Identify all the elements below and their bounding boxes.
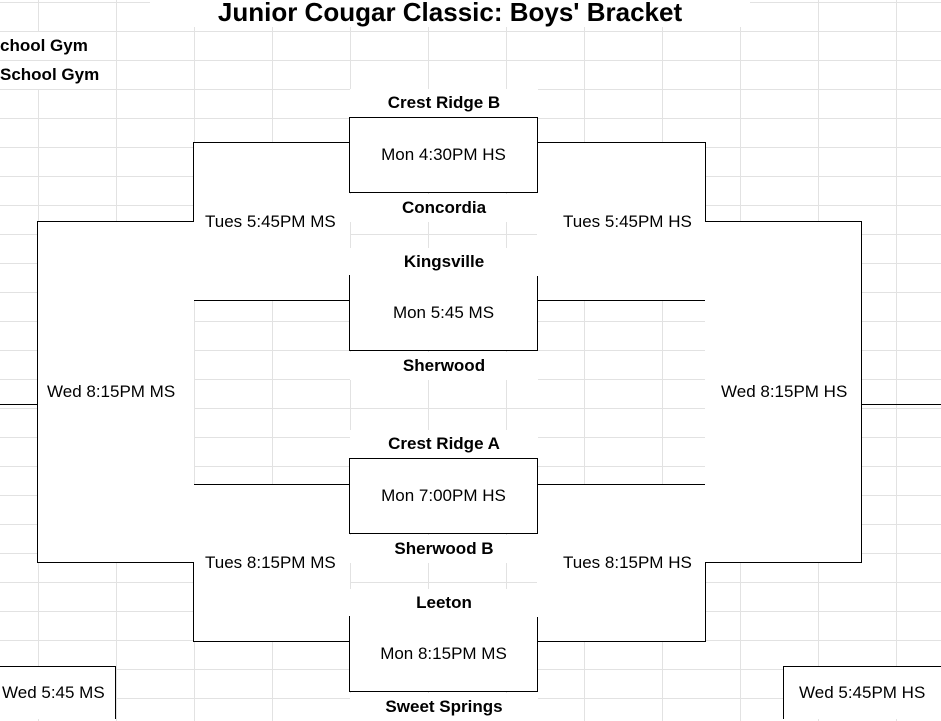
venue-line-2: School Gym [0, 61, 116, 89]
connector-right-final [861, 404, 941, 405]
consolation-game-right: Wed 5:45PM HS [783, 666, 941, 719]
round2-game-label: Tues 5:45PM MS [205, 211, 336, 233]
team-name: Leeton [350, 589, 538, 617]
game-box-3: Mon 7:00PM HS [349, 458, 538, 534]
game-time: Wed 5:45PM HS [799, 683, 926, 702]
team-name: Concordia [350, 194, 538, 222]
round2-game-label: Tues 8:15PM MS [205, 552, 336, 574]
game-time: Wed 5:45 MS [2, 683, 105, 702]
game-box-4: Mon 8:15PM MS [349, 616, 538, 692]
game-time: Mon 4:30PM HS [381, 145, 506, 164]
team-name: Sweet Springs [350, 693, 538, 721]
game-box-2: Mon 5:45 MS [349, 275, 538, 351]
page-title: Junior Cougar Classic: Boys' Bracket [150, 0, 750, 27]
game-time: Mon 5:45 MS [392, 303, 495, 322]
venue-line-1: chool Gym [0, 32, 116, 60]
round3-game-label: Wed 8:15PM MS [47, 381, 176, 403]
game-time: Mon 7:00PM HS [381, 486, 506, 505]
game-time: Mon 8:15PM MS [380, 644, 507, 663]
team-name: Kingsville [350, 248, 538, 276]
game-box-1: Mon 4:30PM HS [349, 117, 538, 193]
team-name: Sherwood [350, 352, 538, 380]
round3-game-label: Wed 8:15PM HS [721, 381, 848, 403]
round2-game-label: Tues 8:15PM HS [563, 552, 692, 574]
team-name: Sherwood B [350, 535, 538, 563]
round2-game-label: Tues 5:45PM HS [563, 211, 692, 233]
team-name: Crest Ridge B [350, 89, 538, 117]
consolation-game-left: Wed 5:45 MS [0, 666, 116, 719]
team-name: Crest Ridge A [350, 430, 538, 458]
connector-left-final [0, 404, 38, 405]
